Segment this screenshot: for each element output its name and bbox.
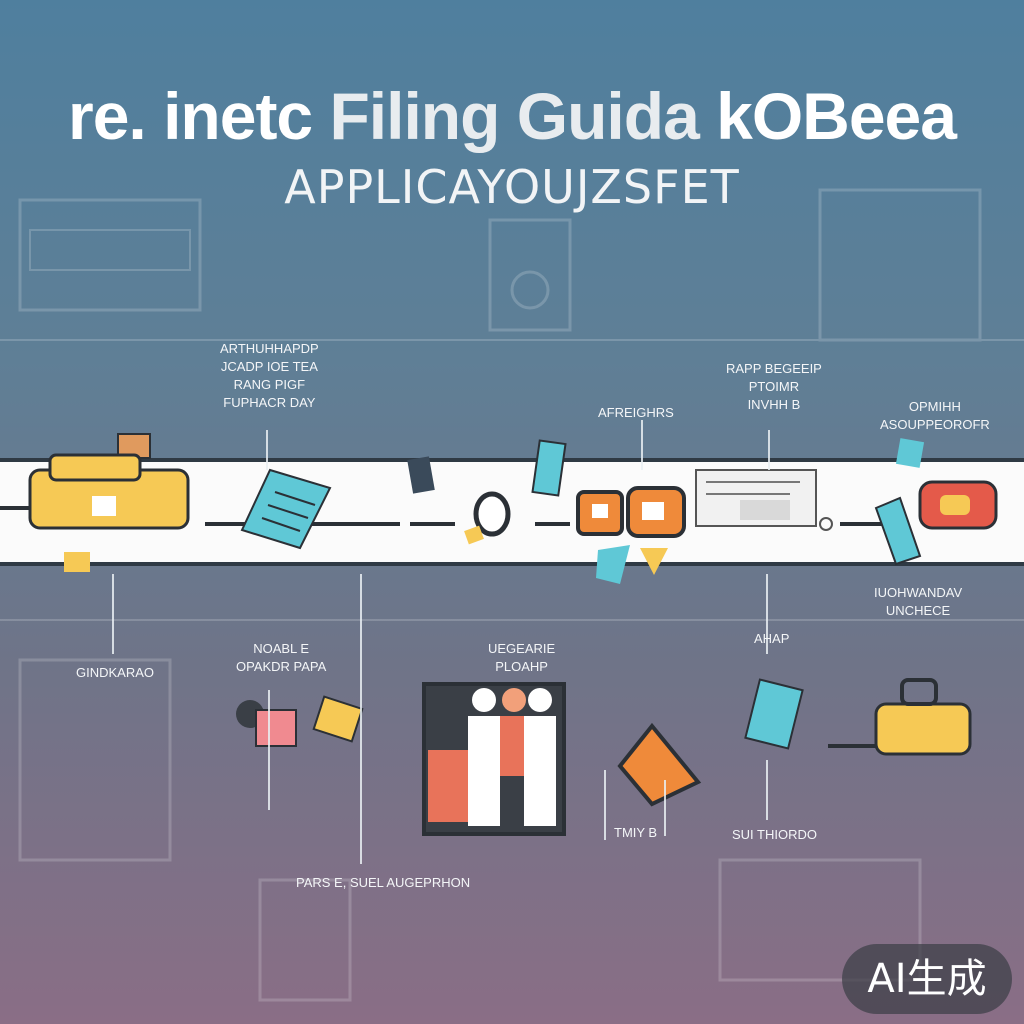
label-bottom-timing: TMIY B — [614, 825, 658, 840]
connector-line — [268, 690, 270, 810]
connector-line — [112, 574, 114, 654]
connector-line — [766, 760, 768, 820]
label-bottom-center: UEGEARIE PLOAHP — [488, 641, 556, 674]
label-bottom-sub: SUI THIORDO — [732, 827, 817, 842]
connector-line — [641, 420, 643, 470]
note-icon — [312, 695, 364, 743]
page-title: re. inetc Filing Guida kOBeea — [0, 78, 1024, 154]
connector-line — [766, 574, 768, 654]
ai-generated-badge: AI生成 — [842, 944, 1012, 1014]
title-suffix: kOBeea — [698, 79, 957, 153]
label-bottom-right-upper: IUOHWANDAV UNCHECE — [874, 585, 963, 618]
title-main: Filing Guida — [329, 79, 699, 153]
label-bottom-left-mid: NOABL E OPAKDR PAPA — [236, 641, 327, 674]
label-top-right-mid: RAPP BEGEEIP PTOIMR INVHH B — [726, 361, 822, 412]
briefcase-icon — [576, 486, 686, 584]
luggage-icon — [918, 480, 998, 530]
card-icon — [531, 439, 567, 497]
people-group-icon — [422, 682, 566, 836]
connector-line — [664, 780, 666, 836]
connector-line — [604, 770, 606, 840]
label-bottom-right: AHAP — [754, 631, 790, 646]
connector-line — [266, 430, 268, 470]
label-top-mid: AFREIGHRS — [598, 405, 674, 420]
title-prefix: re. inetc — [68, 79, 330, 153]
arrow-icon — [617, 722, 702, 807]
lock-icon — [464, 491, 511, 545]
tag-icon — [407, 456, 435, 494]
connector-line — [360, 574, 362, 864]
label-top-left: ARTHUHHAPDP JCADP IOE TEA RANG PIGF FUPH… — [220, 341, 319, 410]
pink-tag-icon — [236, 700, 297, 747]
suitcase-icon — [828, 678, 972, 756]
form-icon — [695, 469, 833, 531]
bag-icon — [744, 678, 804, 750]
label-bottom-left: GINDKARAO — [76, 665, 155, 680]
label-top-far-right: OPMIHH ASOUPPEOROFR — [880, 399, 990, 432]
connector-line — [768, 430, 770, 470]
clipboard-icon — [874, 438, 925, 566]
page-subtitle: APPLICAYOUJZSFET — [284, 160, 740, 214]
label-bottom-footer: PARS E, SUEL AUGEPRHON — [296, 875, 471, 890]
folder-icon — [28, 433, 190, 572]
document-icon — [240, 468, 332, 550]
